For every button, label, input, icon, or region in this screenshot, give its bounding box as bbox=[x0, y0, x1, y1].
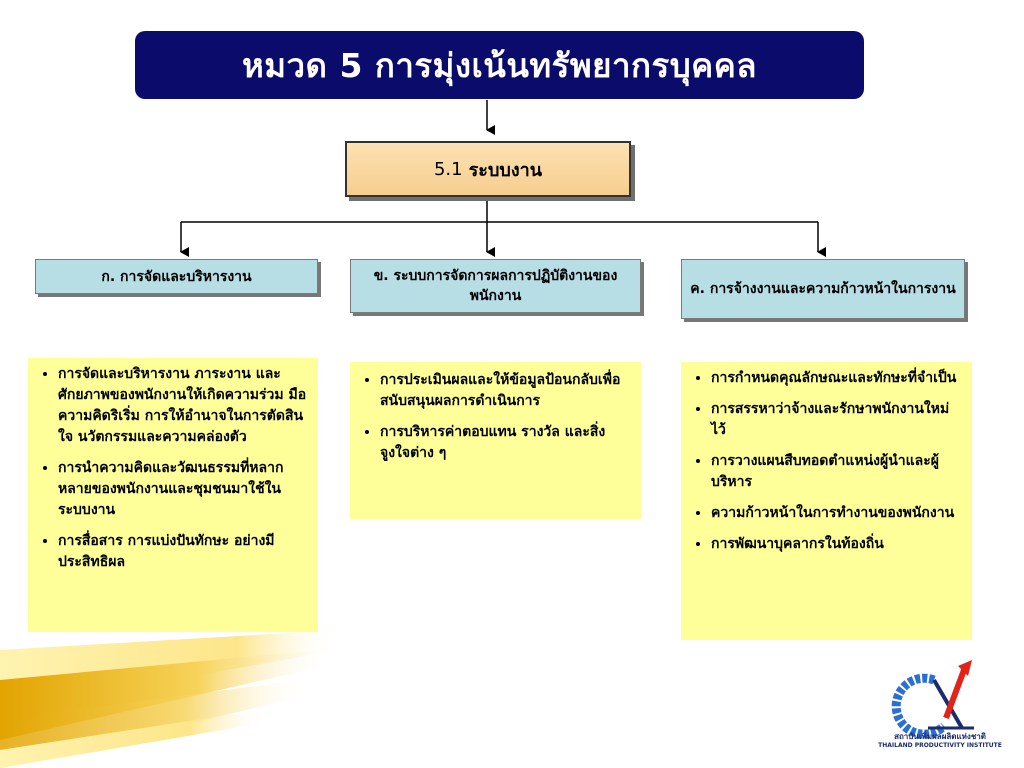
category-box-c: ค. การจ้างงานและความก้าวหน้าในการงาน bbox=[681, 259, 965, 319]
tpi-logo-icon bbox=[891, 660, 974, 739]
list-box-c: การกำหนดคุณลักษณะและทักษะที่จำเป็น การสร… bbox=[681, 362, 972, 640]
list-item: การจัดและบริหารงาน ภาระงาน และศักยภาพของ… bbox=[58, 364, 310, 448]
category-box-a: ก. การจัดและบริหารงาน bbox=[35, 259, 318, 294]
list-item: การประเมินผลและให้ข้อมูลป้อนกลับเพื่อสนั… bbox=[380, 370, 633, 412]
list-item: การนำความคิดและวัฒนธรรมที่หลากหลายของพนั… bbox=[58, 458, 310, 521]
category-box-b: ข. ระบบการจัดการผลการปฏิบัติงานของพนักงา… bbox=[350, 259, 641, 313]
list-box-a: การจัดและบริหารงาน ภาระงาน และศักยภาพของ… bbox=[28, 358, 318, 632]
logo-caption-english: THAILAND PRODUCTIVITY INSTITUTE bbox=[878, 742, 1002, 749]
list-item: ความก้าวหน้าในการทำงานของพนักงาน bbox=[711, 503, 964, 524]
list-box-b: การประเมินผลและให้ข้อมูลป้อนกลับเพื่อสนั… bbox=[350, 362, 641, 519]
list-item: การกำหนดคุณลักษณะและทักษะที่จำเป็น bbox=[711, 368, 964, 389]
list-item: การบริหารค่าตอบแทน รางวัล และสิ่งจูงใจต่… bbox=[380, 422, 633, 464]
system-of-work-box: 5.1 ระบบงาน bbox=[345, 141, 631, 197]
list-item: การสื่อสาร การแบ่งปันทักษะ อย่างมีประสิท… bbox=[58, 531, 310, 573]
logo-caption-thai: สถาบันเพิ่มผลผลิตแห่งชาติ bbox=[894, 732, 986, 741]
list-item: การพัฒนาบุคลากรในท้องถิ่น bbox=[711, 534, 964, 555]
top-box-label: ระบบงาน bbox=[468, 159, 543, 181]
page-title: หมวด 5 การมุ่งเน้นทรัพยากรบุคคล bbox=[135, 31, 864, 99]
list-item: การวางแผนสืบทอดตำแหน่งผู้นำและผู้บริหาร bbox=[711, 451, 964, 493]
decorative-streak bbox=[0, 610, 340, 768]
logo-caption: สถาบันเพิ่มผลผลิตแห่งชาติ THAILAND PRODU… bbox=[870, 732, 1010, 750]
list-item: การสรรหาว่าจ้างและรักษาพนักงานใหม่ไว้ bbox=[711, 399, 964, 441]
top-box-number: 5.1 bbox=[433, 158, 463, 180]
